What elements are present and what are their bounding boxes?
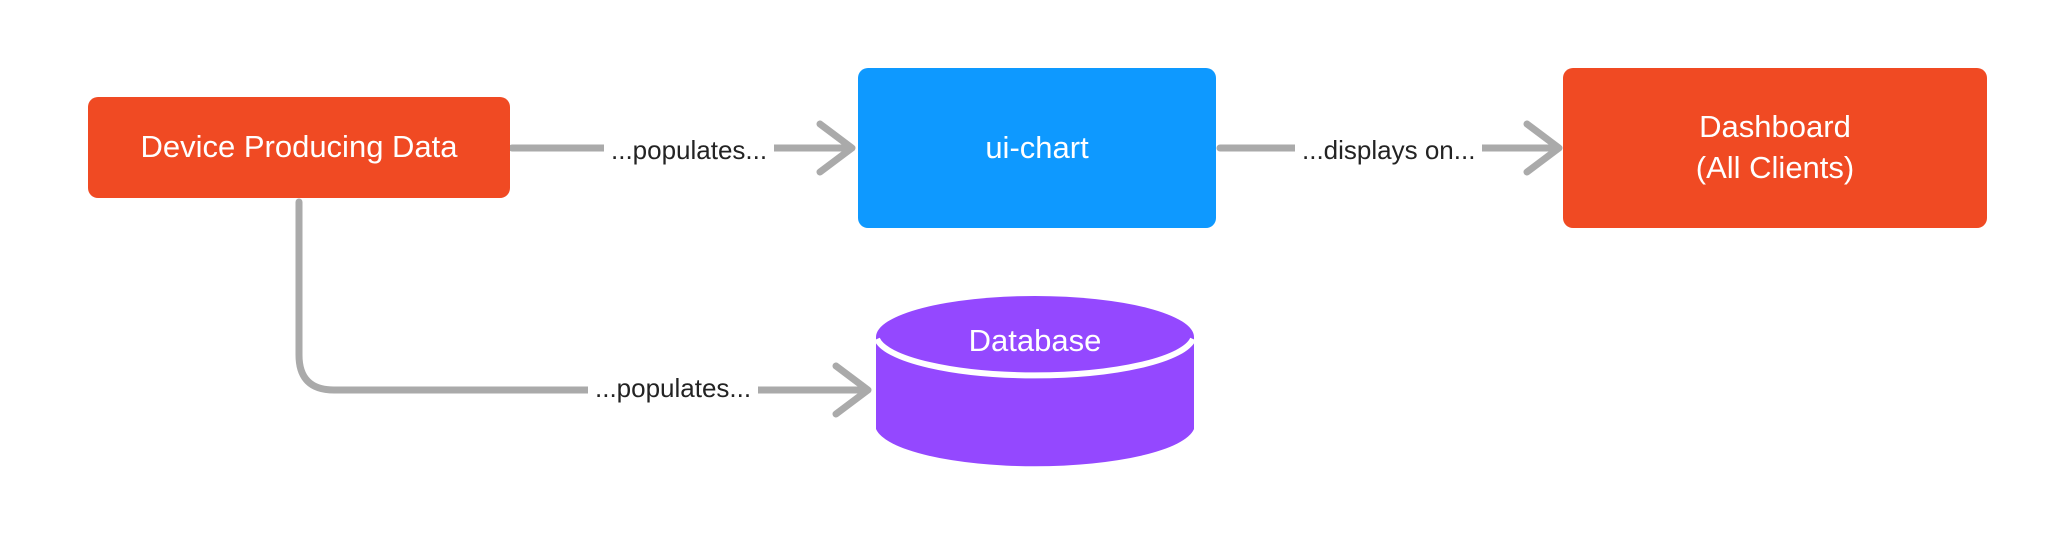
node-label: Device Producing Data <box>140 129 458 165</box>
arrowhead-icon <box>816 120 856 176</box>
node-ui-chart[interactable]: ui-chart <box>858 68 1216 228</box>
cylinder-top <box>876 296 1194 378</box>
edge-line <box>295 198 866 394</box>
node-device-producing-data[interactable]: Device Producing Data <box>88 97 510 198</box>
node-label: ui-chart <box>985 129 1089 165</box>
edge-label-uichart-to-dashboard: ...displays on... <box>1295 134 1483 166</box>
arrowhead-icon <box>1523 120 1563 176</box>
cylinder-icon <box>874 296 1196 467</box>
node-database[interactable]: Database <box>874 295 1196 471</box>
node-dashboard-all-clients[interactable]: Dashboard (All Clients) <box>1563 68 1987 228</box>
arrowhead-icon <box>832 362 872 418</box>
edge-device-to-database <box>295 198 872 418</box>
node-label: Dashboard (All Clients) <box>1695 109 1855 185</box>
edge-label-device-to-uichart: ...populates... <box>604 134 775 166</box>
cylinder-rim <box>874 337 1196 379</box>
edge-label-device-to-database: ...populates... <box>588 372 759 404</box>
